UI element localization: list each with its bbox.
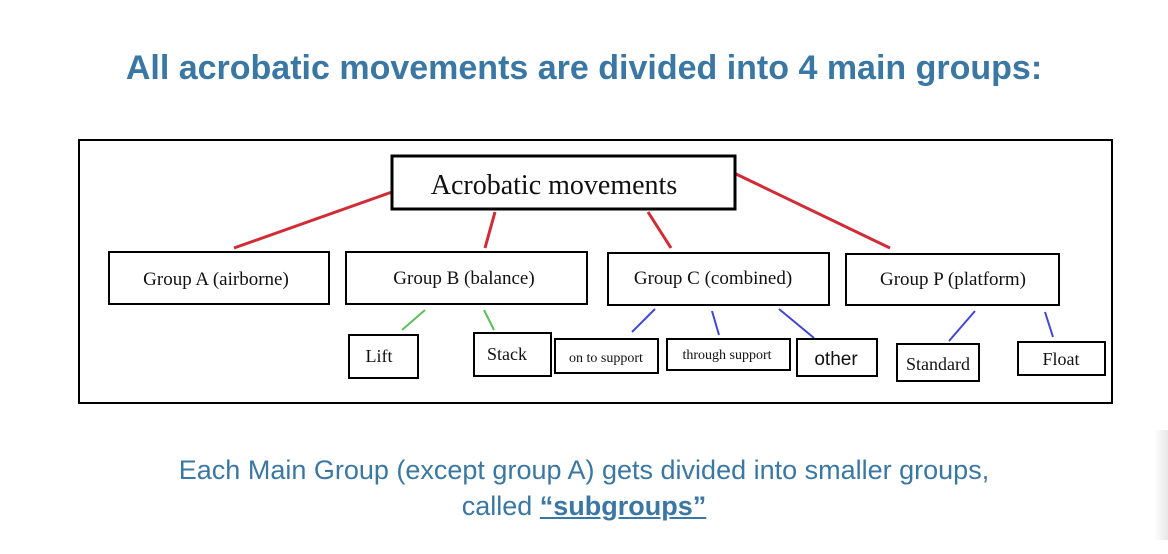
group-a-label: Group A (airborne): [143, 269, 289, 290]
subgroups-term: “subgroups”: [539, 491, 707, 521]
subgroup-standard-label: Standard: [906, 354, 970, 374]
connector-c-through-support: [711, 310, 720, 336]
subgroup-float-label: Float: [1042, 349, 1079, 369]
subgroup-other-label: other: [814, 349, 858, 370]
connector-c-other: [778, 308, 815, 339]
subgroup-node-lift: Lift: [348, 334, 419, 379]
group-node-p: Group P (platform): [845, 253, 1060, 306]
connector-root-group-p: [735, 172, 891, 250]
subgroup-node-standard: Standard: [896, 343, 980, 382]
connector-p-float: [1044, 311, 1054, 338]
connector-p-standard: [948, 310, 976, 342]
subgroup-lift-label: Lift: [366, 346, 393, 366]
root-node: Acrobatic movements: [390, 154, 737, 211]
group-p-label: Group P (platform): [880, 269, 1026, 290]
subgroup-node-other: other: [796, 338, 878, 377]
page-heading: All acrobatic movements are divided into…: [125, 49, 1043, 87]
root-label: Acrobatic movements: [431, 170, 677, 201]
connector-b-lift: [401, 309, 426, 331]
caption-line-1: Each Main Group (except group A) gets di…: [178, 455, 990, 485]
connector-b-stack: [483, 309, 495, 331]
subgroup-node-through-support: through support: [666, 338, 791, 371]
subgroup-node-float: Float: [1017, 341, 1106, 376]
group-c-p-connectors: [631, 308, 1054, 342]
subgroup-node-onto-support: on to support: [554, 338, 659, 374]
group-node-b: Group B (balance): [345, 251, 588, 305]
subgroup-onto-support-label: on to support: [569, 351, 643, 366]
caption-line-2: called “subgroups”: [0, 488, 1168, 524]
connector-root-group-a: [233, 190, 393, 250]
group-node-c: Group C (combined): [607, 252, 830, 306]
connector-root-group-c: [646, 211, 673, 249]
connector-c-onto-support: [631, 308, 656, 333]
caption: Each Main Group (except group A) gets di…: [0, 452, 1168, 524]
group-b-connectors: [401, 309, 495, 331]
subgroup-stack-label: Stack: [487, 344, 527, 364]
connector-root-group-b: [483, 211, 497, 249]
root-connectors: [233, 172, 891, 250]
subgroup-node-stack: Stack: [473, 332, 552, 377]
group-c-label: Group C (combined): [634, 268, 792, 289]
caption-prefix: called: [461, 491, 540, 521]
group-b-label: Group B (balance): [393, 268, 534, 289]
edge-shadow: [1154, 430, 1168, 540]
subgroup-through-support-label: through support: [682, 348, 771, 363]
group-node-a: Group A (airborne): [108, 251, 330, 305]
